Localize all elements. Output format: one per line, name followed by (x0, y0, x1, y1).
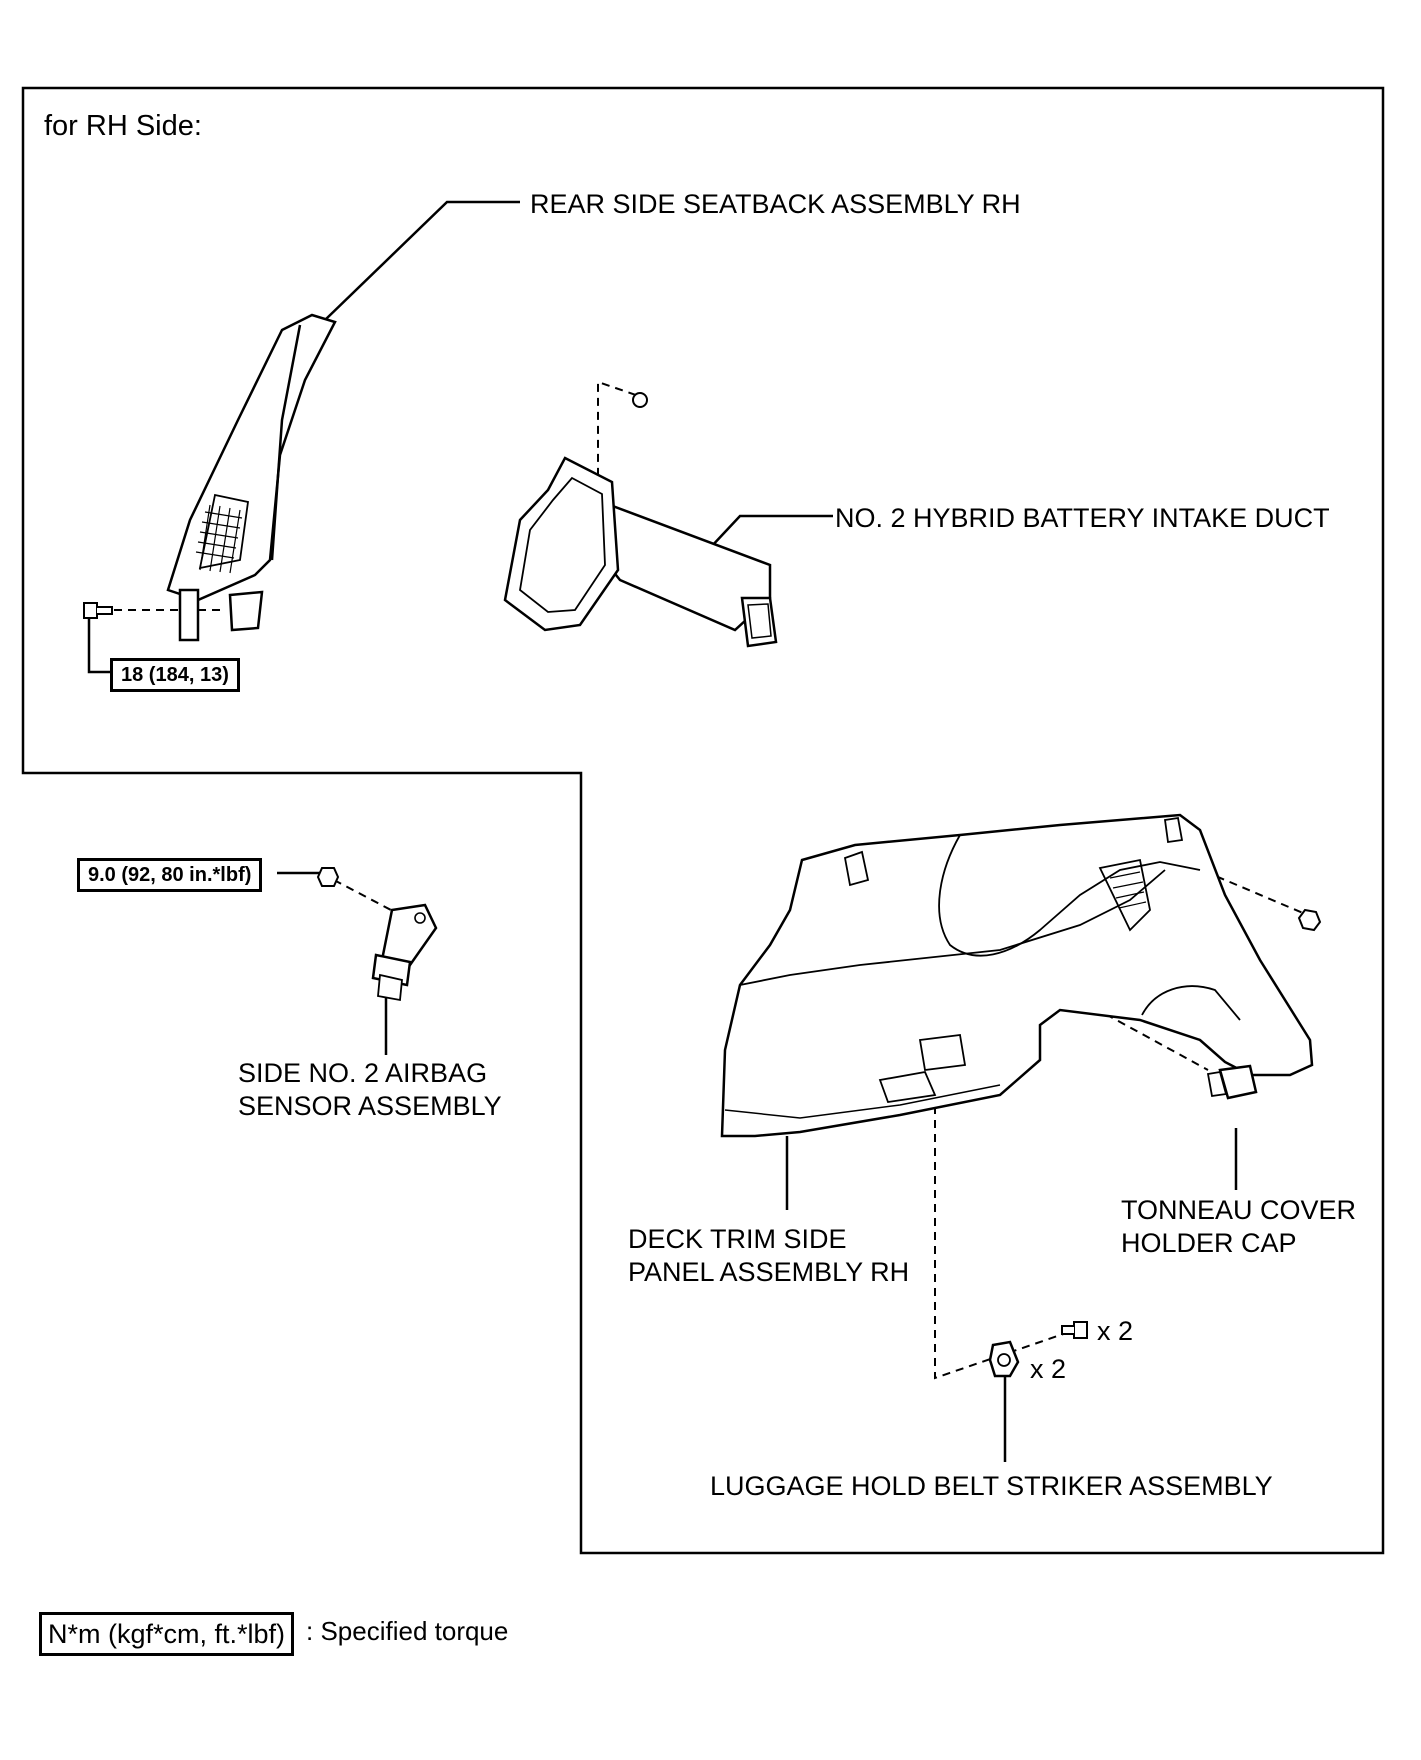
panel-clip-icon (1297, 908, 1322, 932)
label-deck-trim-line2: PANEL ASSEMBLY RH (628, 1257, 910, 1287)
quantity-striker: x 2 (1030, 1354, 1067, 1384)
legend-description: : Specified torque (306, 1616, 509, 1646)
airbag-sensor-drawing (371, 903, 438, 1002)
section-title: for RH Side: (44, 110, 202, 142)
label-airbag-sensor-line1: SIDE NO. 2 AIRBAG (238, 1058, 488, 1088)
torque-seatback-bolt: 18 (184, 13) (110, 658, 240, 692)
seatback-grille (195, 504, 243, 574)
torque-airbag-nut: 9.0 (92, 80 in.*lbf) (77, 858, 263, 892)
leader-seatback (324, 200, 520, 321)
deck-trim-vent (1109, 871, 1147, 909)
dash-panel-clip (1177, 859, 1311, 917)
quantity-striker-bolt: x 2 (1097, 1316, 1134, 1346)
label-airbag-sensor-line2: SENSOR ASSEMBLY (238, 1091, 502, 1121)
dash-striker (934, 1078, 1076, 1380)
rear-side-seatback-drawing (166, 313, 337, 642)
luggage-striker-drawing (988, 1340, 1020, 1378)
leader-torque-18 (87, 612, 110, 674)
label-intake-duct: NO. 2 HYBRID BATTERY INTAKE DUCT (835, 503, 1330, 533)
label-luggage-striker: LUGGAGE HOLD BELT STRIKER ASSEMBLY (710, 1471, 1273, 1501)
label-tonneau-line1: TONNEAU COVER (1121, 1195, 1357, 1225)
leader-intake-duct (709, 514, 833, 549)
label-rear-side-seatback: REAR SIDE SEATBACK ASSEMBLY RH (530, 189, 1021, 219)
deck-trim-panel-drawing (720, 813, 1314, 1138)
airbag-nut-icon (316, 867, 340, 887)
label-deck-trim-line1: DECK TRIM SIDE (628, 1224, 847, 1254)
seatback-bolt-icon (83, 602, 113, 619)
striker-bolt-icon (1061, 1321, 1088, 1339)
label-tonneau-line2: HOLDER CAP (1121, 1228, 1297, 1258)
duct-clip-icon (632, 392, 648, 408)
legend-torque-unit-box: N*m (kgf*cm, ft.*lbf) (39, 1612, 295, 1656)
tonneau-cap-drawing (1206, 1064, 1258, 1100)
intake-duct-drawing (503, 456, 778, 648)
diagram-frame (21, 86, 1385, 1555)
